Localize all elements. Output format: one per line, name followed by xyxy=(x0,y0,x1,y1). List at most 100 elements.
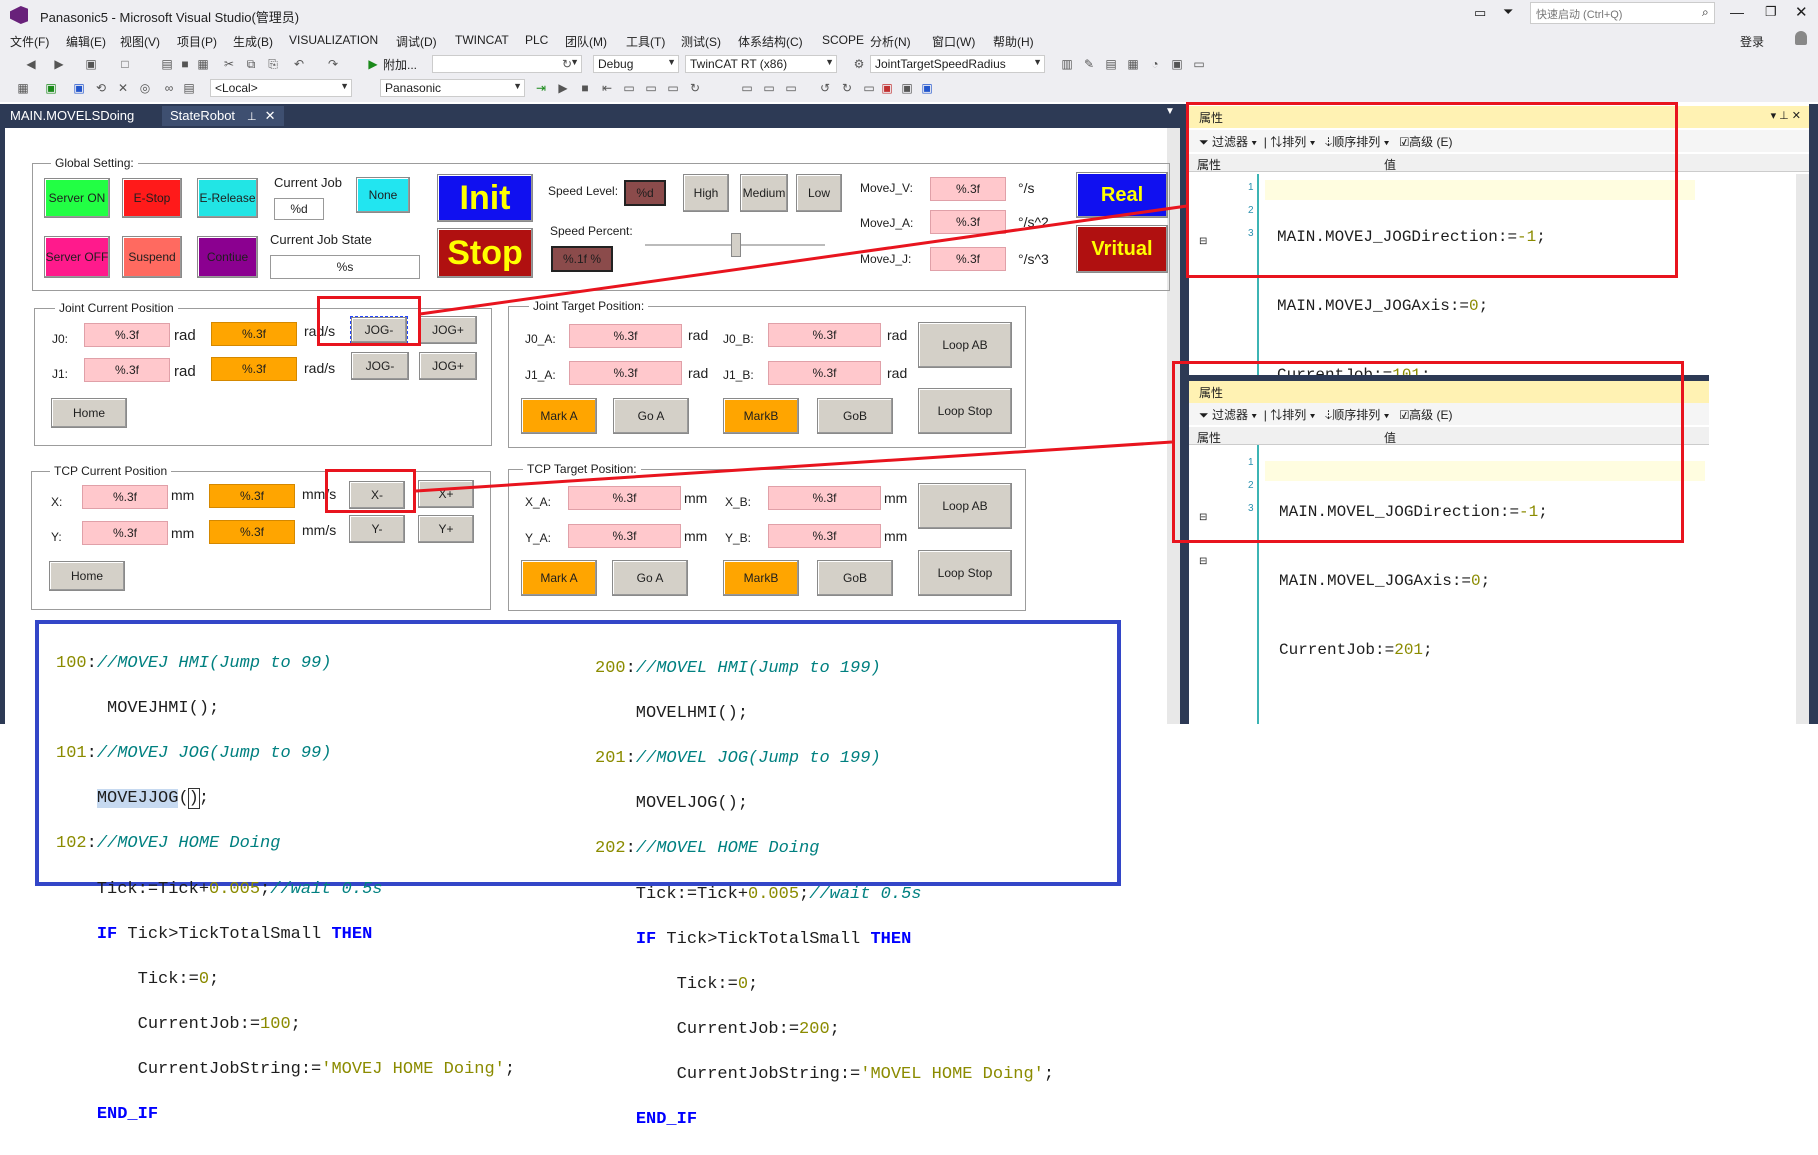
menu-item-4[interactable]: 生成(B) xyxy=(233,33,273,50)
menu-item-10[interactable]: 工具(T) xyxy=(626,33,665,50)
menu-item-15[interactable]: 窗口(W) xyxy=(932,33,975,50)
login-link[interactable]: 登录 xyxy=(1740,33,1764,50)
joint-loop-ab-button[interactable]: Loop AB xyxy=(918,322,1012,368)
run-mode-icon[interactable]: ▣ xyxy=(72,81,86,95)
panel-controls-icon[interactable]: ▾ ⊥ ✕ xyxy=(1771,109,1801,122)
y-plus-button[interactable]: Y+ xyxy=(418,515,474,543)
plc-icon-7[interactable]: ▭ xyxy=(666,81,680,95)
real-button[interactable]: Real xyxy=(1076,172,1168,218)
plc-icon-4[interactable]: ⇤ xyxy=(600,81,614,95)
joint-go-a-button[interactable]: Go A xyxy=(613,398,689,434)
twincat-icon-5[interactable]: ✕ xyxy=(116,81,130,95)
undo-icon[interactable]: ↶ xyxy=(292,57,306,71)
forward-icon[interactable]: ▶ xyxy=(52,57,66,71)
menu-item-12[interactable]: 体系结构(C) xyxy=(738,33,803,50)
tcp-loop-stop-button[interactable]: Loop Stop xyxy=(918,550,1012,596)
code-left[interactable]: 100://MOVEJ HMI(Jump to 99) MOVEJHMI(); … xyxy=(56,630,515,1150)
menu-item-6[interactable]: 调试(D) xyxy=(396,33,437,50)
x-plus-button[interactable]: X+ xyxy=(418,480,474,508)
speed-slider-thumb[interactable] xyxy=(731,233,741,257)
login-plc-icon[interactable]: ⇥ xyxy=(534,81,548,95)
refresh-icon[interactable]: ↻ xyxy=(560,57,574,71)
redo-icon[interactable]: ↷ xyxy=(326,57,340,71)
tool-icon-7[interactable]: ▭ xyxy=(1192,57,1206,71)
twincat-icon-1[interactable]: ▦ xyxy=(16,81,30,95)
menu-item-8[interactable]: PLC xyxy=(525,33,548,47)
tcp-go-a-button[interactable]: Go A xyxy=(612,560,688,596)
start-icon[interactable]: ▶ xyxy=(366,57,380,71)
stop-button[interactable]: Stop xyxy=(437,228,533,278)
joint-home-button[interactable]: Home xyxy=(51,398,127,428)
tcp-go-b-button[interactable]: GoB xyxy=(817,560,893,596)
j1-jog-minus-button[interactable]: JOG- xyxy=(351,352,409,380)
plc-icon-13[interactable]: ▣ xyxy=(900,81,914,95)
local-target-combo[interactable]: <Local>▼ xyxy=(210,79,352,97)
plc-icon-6[interactable]: ▭ xyxy=(644,81,658,95)
j1-jog-plus-button[interactable]: JOG+ xyxy=(419,352,477,380)
wrench-icon[interactable]: ✎ xyxy=(1082,57,1096,71)
project-combo[interactable]: Panasonic▼ xyxy=(380,79,525,97)
tcp-home-button[interactable]: Home xyxy=(49,561,125,591)
server-on-button[interactable]: Server ON xyxy=(44,178,110,218)
menu-item-9[interactable]: 团队(M) xyxy=(565,33,607,50)
menu-item-11[interactable]: 测试(S) xyxy=(681,33,721,50)
config-mode-icon[interactable]: ⟲ xyxy=(94,81,108,95)
virtual-button[interactable]: Vritual xyxy=(1076,225,1168,273)
minimize-button[interactable]: — xyxy=(1730,4,1744,20)
menu-item-14[interactable]: 分析(N) xyxy=(870,33,911,50)
joint-mark-a-button[interactable]: Mark A xyxy=(521,398,597,434)
pin-icon[interactable]: ⊥ xyxy=(247,111,257,123)
tab-main-movelsdoing[interactable]: MAIN.MOVELSDoing xyxy=(2,106,142,126)
twincat-icon-8[interactable]: ▤ xyxy=(182,81,196,95)
menu-item-2[interactable]: 视图(V) xyxy=(120,33,160,50)
filter-icon[interactable]: ⏷ xyxy=(1503,4,1513,20)
medium-button[interactable]: Medium xyxy=(740,174,788,212)
cut-icon[interactable]: ✂ xyxy=(222,57,236,71)
close-icon[interactable]: ✕ xyxy=(265,108,276,123)
menu-item-0[interactable]: 文件(F) xyxy=(10,33,49,50)
step-icon-1[interactable]: ▭ xyxy=(740,81,754,95)
tcp-mark-a-button[interactable]: Mark A xyxy=(521,560,597,596)
tool-icon-5[interactable]: ◔ xyxy=(1148,57,1162,71)
tool-icon-6[interactable]: ▣ xyxy=(1170,57,1184,71)
copy-icon[interactable]: ⧉ xyxy=(244,57,258,71)
none-button[interactable]: None xyxy=(356,177,410,213)
menu-item-7[interactable]: TWINCAT xyxy=(455,33,509,47)
notification-icon[interactable]: ▭ xyxy=(1474,5,1486,21)
init-button[interactable]: Init xyxy=(437,174,533,222)
glasses-icon[interactable]: ∞ xyxy=(162,81,176,95)
attach-button[interactable]: 附加... xyxy=(383,56,417,73)
step-icon-5[interactable]: ↻ xyxy=(840,81,854,95)
step-icon-2[interactable]: ▭ xyxy=(762,81,776,95)
e-release-button[interactable]: E-Release xyxy=(197,178,258,218)
joint-mark-b-button[interactable]: MarkB xyxy=(723,398,799,434)
back-icon[interactable]: ◀ xyxy=(24,57,38,71)
tool-icon-3[interactable]: ▤ xyxy=(1104,57,1118,71)
menu-item-3[interactable]: 项目(P) xyxy=(177,33,217,50)
step-icon-3[interactable]: ▭ xyxy=(784,81,798,95)
user-icon[interactable] xyxy=(1795,31,1807,45)
collapse-icon[interactable]: ⊟ xyxy=(1199,556,1207,567)
tab-menu-icon[interactable]: ▼ xyxy=(1165,106,1175,117)
suspend-button[interactable]: Suspend xyxy=(122,236,182,278)
save-all-icon[interactable]: ▦ xyxy=(196,57,210,71)
close-button[interactable]: ✕ xyxy=(1795,3,1808,21)
add-item-icon[interactable]: □ xyxy=(118,57,132,71)
tool-icon-4[interactable]: ▦ xyxy=(1126,57,1140,71)
j0-jog-plus-button[interactable]: JOG+ xyxy=(419,316,477,344)
contiue-button[interactable]: Contiue xyxy=(197,236,258,278)
config-combo[interactable]: Debug▼ xyxy=(593,55,679,73)
menu-item-1[interactable]: 编辑(E) xyxy=(66,33,106,50)
tcp-mark-b-button[interactable]: MarkB xyxy=(723,560,799,596)
e-stop-button[interactable]: E-Stop xyxy=(122,178,182,218)
high-button[interactable]: High xyxy=(683,174,729,212)
paste-icon[interactable]: ⎘ xyxy=(266,57,280,71)
server-off-button[interactable]: Server OFF xyxy=(44,236,110,278)
restore-button[interactable]: ❐ xyxy=(1765,4,1777,20)
plc-icon-8[interactable]: ↻ xyxy=(688,81,702,95)
open-icon[interactable]: ▤ xyxy=(160,57,174,71)
step-icon-6[interactable]: ▭ xyxy=(862,81,876,95)
stop-plc-icon[interactable]: ■ xyxy=(578,81,592,95)
target-combo[interactable]: JointTargetSpeedRadius▼ xyxy=(870,55,1045,73)
save-icon[interactable]: ■ xyxy=(178,57,192,71)
